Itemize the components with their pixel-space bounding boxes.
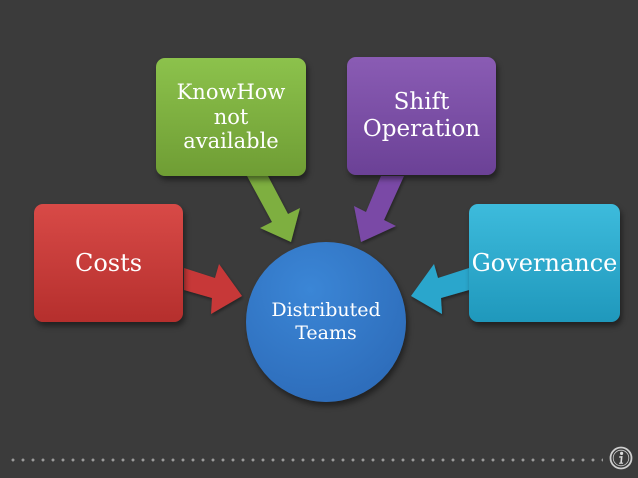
arrow-shift-to-center (354, 176, 404, 242)
node-knowhow: KnowHow not available (156, 58, 306, 176)
arrow-knowhow-to-center (247, 176, 300, 242)
center-node-distributed-teams: Distributed Teams (246, 242, 406, 402)
node-governance: Governance (469, 204, 620, 322)
arrow-governance-to-center (411, 264, 469, 314)
node-governance-label: Governance (471, 248, 618, 277)
node-costs-label: Costs (74, 248, 143, 277)
footer-dotted-line (8, 458, 603, 462)
node-shift-operation: Shift Operation (347, 57, 496, 175)
center-node-label: Distributed Teams (271, 299, 381, 344)
node-costs: Costs (34, 204, 183, 322)
arrow-costs-to-center (184, 264, 242, 314)
info-icon[interactable] (609, 446, 633, 470)
node-knowhow-label: KnowHow not available (176, 79, 286, 154)
node-shift-operation-label: Shift Operation (362, 88, 481, 142)
